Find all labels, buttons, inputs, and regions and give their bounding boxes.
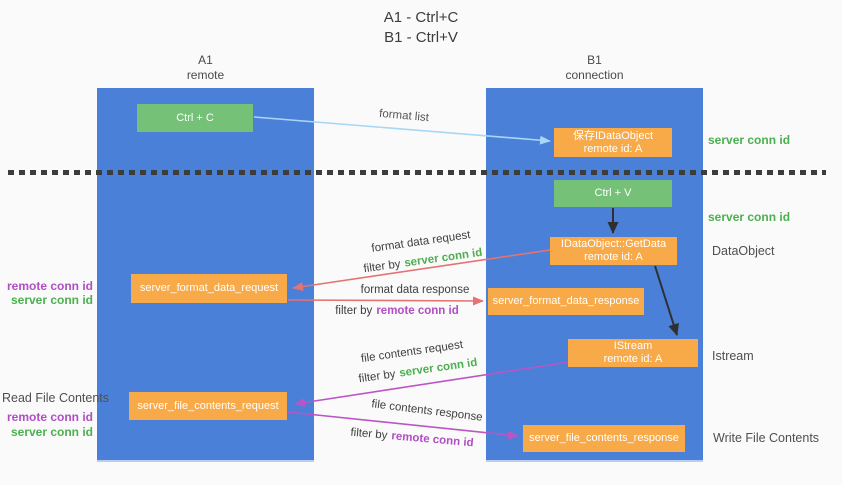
node-idataobject-getdata: IDataObject::GetData remote id: A (550, 237, 677, 265)
side-label-istream: Istream (712, 349, 754, 363)
remote-conn-id-keyword: remote conn id (376, 305, 459, 317)
node-getdata-line2: remote id: A (584, 251, 643, 263)
lane-a1-role: remote (186, 68, 225, 82)
arrow-format-data-request (292, 249, 551, 291)
node-getdata-line1: IDataObject::GetData (560, 238, 667, 250)
node-istream-line2: remote id: A (603, 353, 663, 365)
title-line-1: A1 - Ctrl+C (383, 9, 459, 26)
node-istream: IStream remote id: A (568, 339, 698, 367)
title-line-2: B1 - Ctrl+V (384, 29, 458, 46)
arrow-file-contents-request (294, 361, 570, 407)
side-label-server-conn-id-mid: server conn id (708, 210, 791, 224)
side-label-remote-conn-id-2: remote conn id (6, 410, 93, 424)
lane-b1-role: connection (565, 68, 624, 82)
filter-by-text: filter by (335, 305, 373, 317)
side-label-write-file-contents: Write File Contents (713, 431, 820, 445)
side-label-server-conn-id-1: server conn id (10, 293, 93, 307)
node-server-format-data-response: server_format_data_response (488, 288, 644, 315)
node-server-file-contents-request: server_file_contents_request (129, 392, 287, 420)
node-format-request-label: server_format_data_request (139, 282, 279, 294)
node-ctrl-c: Ctrl + C (137, 104, 253, 132)
arrow-file-contents-response (287, 411, 519, 440)
side-label-dataobject: DataObject (712, 244, 775, 258)
node-format-response-label: server_format_data_response (492, 295, 640, 307)
lane-header-a1: A1 remote (97, 53, 314, 83)
dotted-divider-line (8, 170, 826, 175)
arrow-getdata-to-istream (654, 265, 679, 336)
lane-header-b1: B1 connection (486, 53, 703, 83)
lane-a1-name: A1 (198, 53, 213, 67)
node-ctrl-v-label: Ctrl + V (594, 187, 632, 199)
node-server-format-data-request: server_format_data_request (131, 274, 287, 303)
node-ctrl-c-label: Ctrl + C (176, 111, 214, 124)
arrow-format-list (253, 116, 551, 145)
node-file-request-label: server_file_contents_request (137, 399, 279, 412)
side-label-server-conn-id-top: server conn id (708, 133, 791, 147)
diagram-title: A1 - Ctrl+C B1 - Ctrl+V (0, 8, 842, 48)
node-istream-line1: IStream (613, 340, 653, 352)
node-file-response-label: server_file_contents_response (529, 432, 679, 444)
label-format-data-response: format data response (360, 284, 470, 296)
side-label-read-file-contents: Read File Contents (2, 391, 110, 405)
node-save-idataobject: 保存IDataObject remote id: A (554, 128, 672, 157)
node-server-file-contents-response: server_file_contents_response (523, 425, 685, 452)
lane-b1-name: B1 (587, 53, 602, 67)
arrow-format-data-response (287, 296, 484, 306)
node-ctrl-v: Ctrl + V (554, 180, 672, 207)
node-save-idataobject-line2: remote id: A (583, 142, 643, 155)
side-label-server-conn-id-2: server conn id (10, 425, 93, 439)
node-save-idataobject-line1: 保存IDataObject (572, 129, 654, 142)
side-label-remote-conn-id-1: remote conn id (6, 279, 93, 293)
